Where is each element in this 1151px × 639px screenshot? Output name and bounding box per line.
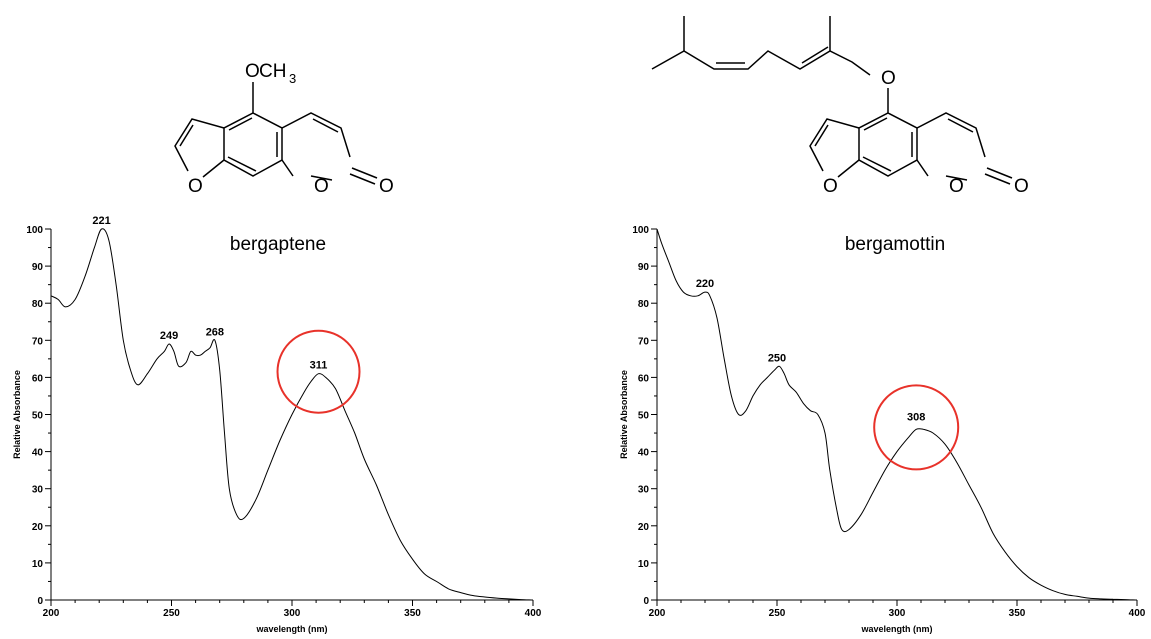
y-tick-label: 40: [638, 448, 650, 459]
highlight-circle: [276, 329, 361, 414]
y-tick-label: 70: [638, 336, 650, 347]
y-tick-label: 100: [26, 225, 43, 236]
bergamottin-structure: [651, 16, 1013, 185]
bergaptene-structure: [174, 82, 378, 185]
x-tick-label: 350: [1009, 608, 1026, 619]
y-tick-label: 80: [638, 299, 650, 310]
bergamottin-o-furan: O: [823, 176, 838, 197]
bergaptene-o-substituent: O: [245, 61, 260, 82]
chart-title: bergamottin: [845, 234, 945, 255]
bergamottin-o-substituent: O: [881, 68, 896, 89]
y-tick-label: 40: [32, 448, 44, 459]
y-tick-label: 50: [638, 411, 650, 422]
y-tick-label: 100: [632, 225, 649, 236]
bergaptene-o-lactone: O: [314, 176, 329, 197]
bergamottin-o-carbonyl: O: [1014, 176, 1029, 197]
x-tick-label: 200: [649, 608, 666, 619]
peak-label: 250: [768, 352, 786, 364]
y-tick-label: 10: [32, 559, 44, 570]
x-tick-label: 350: [404, 608, 421, 619]
spectrum-line: [50, 228, 534, 601]
x-tick-label: 400: [525, 608, 542, 619]
y-tick-label: 10: [638, 559, 650, 570]
peak-label: 249: [160, 330, 178, 342]
y-tick-label: 20: [638, 522, 650, 533]
chart-title: bergaptene: [230, 234, 326, 255]
peak-label: 221: [92, 215, 110, 227]
x-tick-label: 400: [1129, 608, 1146, 619]
y-tick-label: 20: [32, 522, 44, 533]
peak-label: 311: [310, 360, 328, 372]
y-tick-label: 50: [32, 411, 44, 422]
x-tick-label: 250: [769, 608, 786, 619]
x-axis-title: wavelength (nm): [860, 624, 932, 634]
y-tick-label: 90: [32, 262, 44, 273]
spectrum-line: [656, 228, 1138, 601]
peak-label: 268: [206, 326, 224, 338]
y-tick-label: 60: [638, 373, 650, 384]
y-tick-label: 30: [638, 485, 650, 496]
x-axis-title: wavelength (nm): [255, 624, 327, 634]
highlight-circle: [873, 384, 960, 471]
y-axis-title: Relative Absorbance: [12, 370, 22, 459]
peak-label: 308: [907, 412, 925, 424]
bergaptene-uv-chart: 0 10 20 30 40 50 60 70 80 90 100 200 250 300 350 400 wav…: [12, 215, 542, 634]
y-tick-label: 30: [32, 485, 44, 496]
y-tick-label: 0: [37, 596, 43, 607]
y-tick-label: 70: [32, 336, 44, 347]
bergaptene-ch-subscript: 3: [289, 71, 296, 86]
x-tick-label: 300: [889, 608, 906, 619]
bergaptene-o-carbonyl: O: [379, 176, 394, 197]
y-tick-label: 80: [32, 299, 44, 310]
bergaptene-o-furan: O: [188, 176, 203, 197]
x-tick-label: 300: [284, 608, 301, 619]
x-tick-label: 200: [43, 608, 60, 619]
x-tick-label: 250: [163, 608, 180, 619]
y-tick-label: 0: [643, 596, 649, 607]
bergamottin-o-lactone: O: [949, 176, 964, 197]
bergaptene-ch-label: CH: [259, 61, 286, 82]
bergamottin-uv-chart: 0 10 20 30 40 50 60 70 80 90 100 200 250 300 350 400 wav…: [619, 225, 1146, 634]
y-tick-label: 90: [638, 262, 650, 273]
peak-label: 220: [696, 278, 714, 290]
y-tick-label: 60: [32, 373, 44, 384]
y-axis-title: Relative Absorbance: [619, 370, 629, 459]
